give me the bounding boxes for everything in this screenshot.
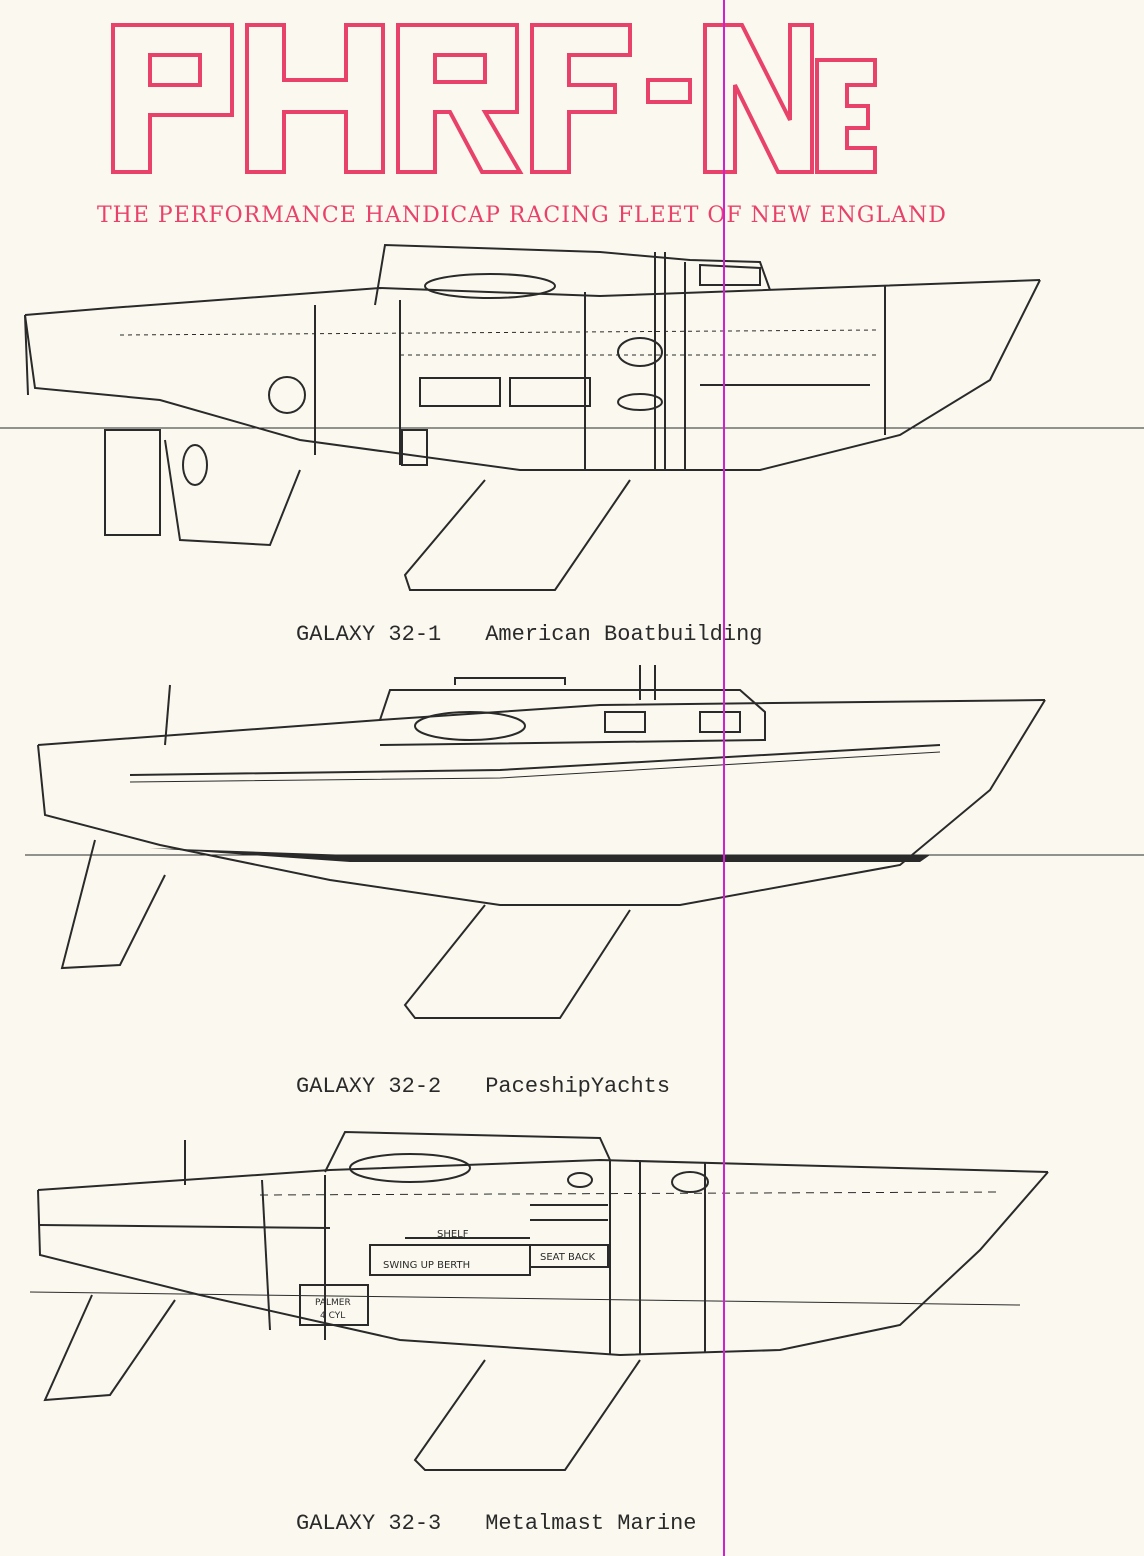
- phrf-ne-logo: [111, 23, 877, 174]
- label-seat-back: SEAT BACK: [540, 1252, 596, 1263]
- galaxy-32-2-drawing: [25, 665, 1144, 1019]
- tagline: THE PERFORMANCE HANDICAP RACING FLEET OF…: [97, 203, 947, 228]
- label-engine-make: PALMER: [315, 1298, 351, 1308]
- galaxy-32-3-drawing: SHELF SWING UP BERTH SEAT BACK PALMER 4 …: [29, 1130, 1049, 1471]
- builder-name: Metalmast Marine: [485, 1511, 697, 1536]
- scan-artifact-line: [723, 0, 725, 1556]
- model-name: GALAXY 32-3: [296, 1511, 442, 1536]
- label-swing-up-berth: SWING UP BERTH: [383, 1260, 470, 1271]
- label-shelf: SHELF: [437, 1229, 469, 1240]
- galaxy-32-1-drawing: [0, 243, 1144, 591]
- caption-galaxy-32-1: GALAXY 32-1 American Boatbuilding: [296, 622, 762, 647]
- caption-galaxy-32-2: GALAXY 32-2 PaceshipYachts: [296, 1074, 670, 1099]
- label-engine-cylinders: 4 CYL: [320, 1311, 345, 1321]
- builder-name: American Boatbuilding: [485, 622, 763, 647]
- model-name: GALAXY 32-2: [296, 1074, 442, 1099]
- builder-name: PaceshipYachts: [485, 1074, 671, 1099]
- caption-galaxy-32-3: GALAXY 32-3 Metalmast Marine: [296, 1511, 696, 1536]
- model-name: GALAXY 32-1: [296, 622, 442, 647]
